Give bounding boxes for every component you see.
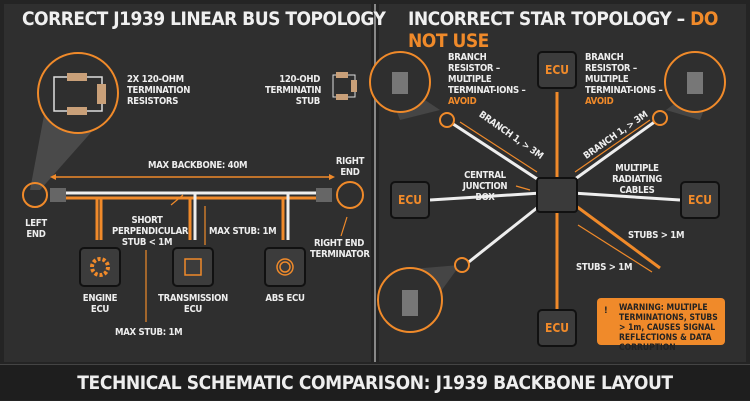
branch-resistor-text: BRANCH RESISTOR – MULTIPLE TERMINAT-IONS… — [585, 52, 663, 96]
abs-ecu-label: ABS ECU — [265, 293, 305, 304]
short-stub-label: SHORT PERPENDICULAR STUB < 1m — [112, 215, 189, 248]
ecu-boxes-left — [79, 247, 306, 287]
right-end-label: RIGHT END — [335, 156, 365, 178]
warning-box: WARNING: MULTIPLE TERMINATIONS, STUBS > … — [597, 298, 725, 353]
max-stub-right-label: MAX STUB: 1m — [209, 226, 277, 237]
stubs-label-2: STUBS > 1m — [576, 262, 633, 273]
ecu-right: ECU — [687, 193, 713, 207]
resistor-label: 2x 120-OHM TERMINATION RESISTORS — [127, 74, 191, 107]
transmission-ecu-label: TRANSMISSION ECU — [158, 293, 228, 315]
left-title: CORRECT J1939 LINEAR BUS TOPOLOGY — [22, 8, 386, 30]
avoid-label: AVOID — [448, 96, 477, 107]
multiple-cables-label: MULTIPLE RADIATING CABLES — [612, 163, 662, 196]
ecu-top: ECU — [544, 63, 570, 77]
ecu-bottom: ECU — [544, 321, 570, 335]
stub-term-label: 120-OHD TERMINATIN STUB — [265, 74, 322, 107]
branch-resistor-left: BRANCH RESISTOR – MULTIPLE TERMINAT-IONS… — [448, 52, 533, 107]
footer-banner: TECHNICAL SCHEMATIC COMPARISON: J1939 BA… — [0, 364, 750, 400]
ecu-left: ECU — [397, 193, 423, 207]
backbone-label: MAX BACKBONE: 40m — [148, 160, 248, 171]
branch-resistor-text: BRANCH RESISTOR – MULTIPLE TERMINAT-IONS… — [448, 52, 526, 96]
right-terminator-label: RIGHT END TERMINATOR — [310, 238, 370, 260]
warning-icon: ! — [604, 306, 608, 316]
engine-ecu-label: ENGINE ECU — [82, 293, 118, 315]
avoid-label: AVOID — [585, 96, 614, 107]
branch-resistor-right: BRANCH RESISTOR – MULTIPLE TERMINAT-IONS… — [585, 52, 670, 107]
right-title-text: INCORRECT STAR TOPOLOGY – — [408, 8, 691, 30]
max-stub-bottom-label: MAX STUB: 1m — [115, 327, 183, 338]
stubs-label-1: STUBS > 1m — [628, 230, 685, 241]
do-not-use-label: DO NOT USE — [408, 8, 718, 52]
resistor-zoom-circle — [37, 52, 119, 134]
right-title: INCORRECT STAR TOPOLOGY – DO NOT USE — [408, 8, 750, 52]
central-junction-label: CENTRAL JUNCTION BOX — [462, 170, 508, 203]
junction-box — [536, 177, 578, 213]
left-end-label: LEFT END — [25, 218, 47, 240]
